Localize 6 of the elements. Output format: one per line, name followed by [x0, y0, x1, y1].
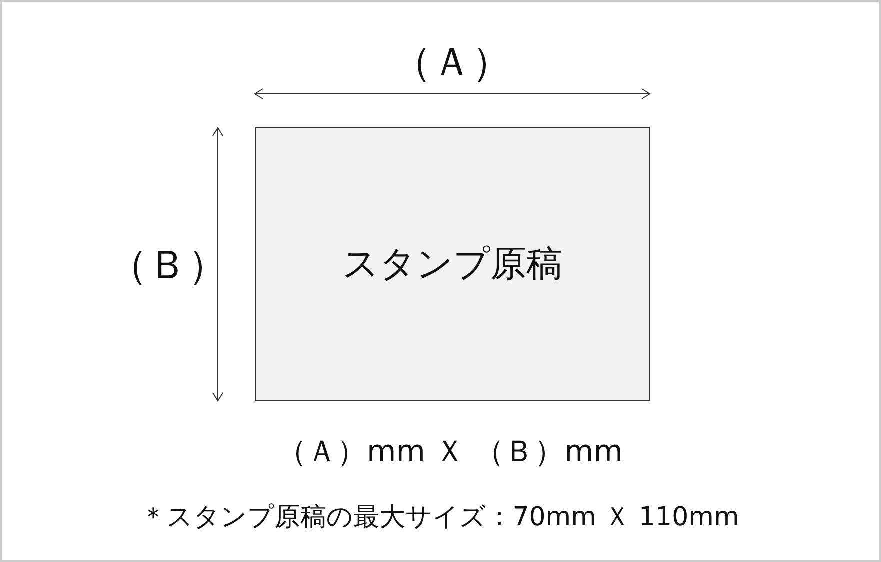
dimension-label: （Ａ）: [392, 38, 512, 88]
box-label: スタンプ原稿: [342, 242, 562, 286]
note: ＊スタンプ原稿の最大サイズ：70mm Ｘ 110mm: [140, 502, 740, 534]
stamp-box: [255, 127, 650, 401]
size-formula: （Ａ）mm Ｘ （Ｂ）mm: [277, 434, 623, 472]
dimension-label: （Ｂ）: [108, 242, 228, 290]
